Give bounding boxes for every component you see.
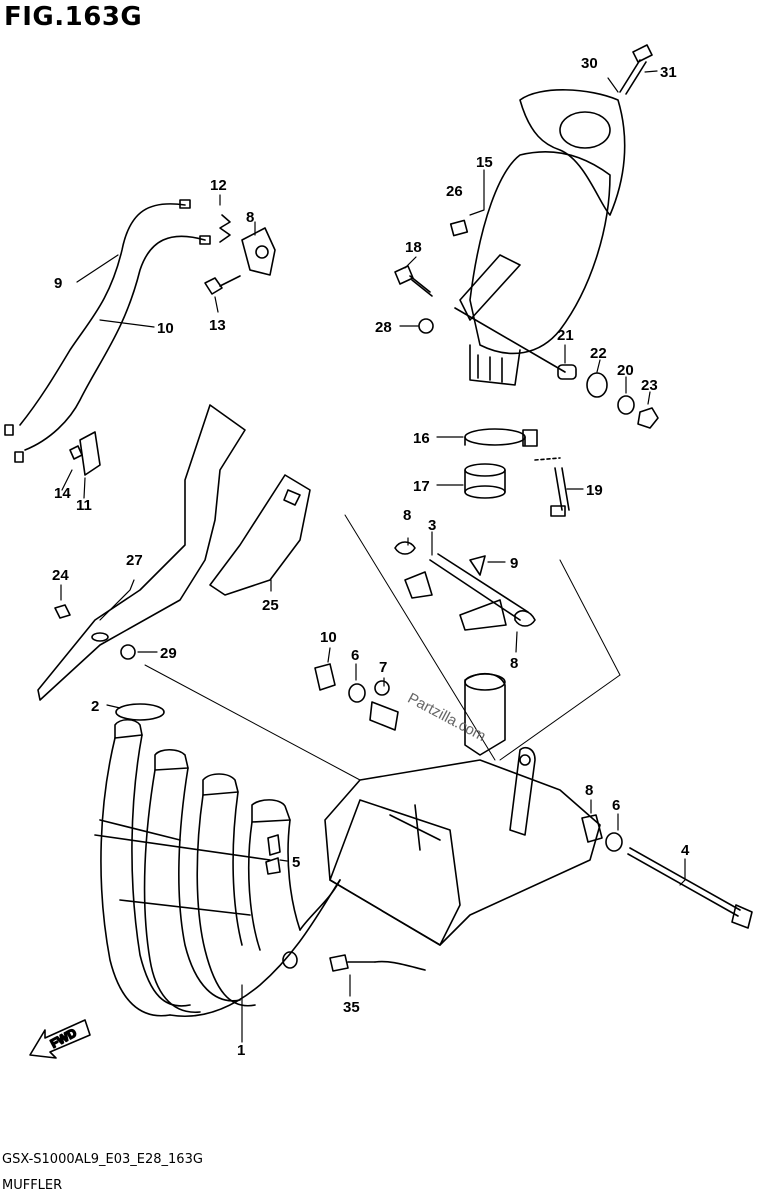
figure-title: FIG.163G (4, 2, 143, 32)
heat-shield-28 (209, 474, 311, 596)
callout-31: 28 (375, 319, 392, 336)
callout-8-left: 7 (379, 659, 387, 676)
gasket-20 (464, 463, 506, 499)
callout-28: 25 (262, 597, 279, 614)
bracket-assembly (394, 541, 536, 631)
callout-14: 11 (76, 497, 92, 514)
callout-25: 22 (590, 345, 607, 362)
callout-33: 30 (581, 55, 598, 72)
callout-13: 10 (157, 320, 174, 337)
cap-29 (449, 219, 469, 237)
exhaust-chamber (324, 672, 601, 946)
bolt-30 (54, 604, 71, 619)
damper-parts-right (581, 814, 753, 929)
callout-34: 31 (660, 64, 677, 81)
nut-32 (120, 644, 136, 660)
callout-6-right: 6 (612, 797, 620, 814)
callout-24: 21 (557, 327, 574, 344)
callout-6-left: 6 (351, 647, 359, 664)
callout-3: 3 (428, 517, 436, 534)
muffler-body (459, 151, 611, 386)
gasket-2 (115, 703, 165, 721)
callout-20: 17 (413, 478, 430, 495)
callout-32: 29 (160, 645, 177, 662)
callout-9-label: 9 (510, 555, 518, 572)
callout-2: 2 (91, 698, 99, 715)
callout-labels: 30 31 15 26 18 28 21 22 20 23 16 17 19 1… (52, 55, 690, 1059)
callout-27-label: 27 (126, 552, 143, 569)
callout-16: 13 (209, 317, 226, 334)
callout-30: 24 (52, 567, 69, 584)
muffler-cover (519, 89, 626, 216)
model-code: GSX-S1000AL9_E03_E28_163G (2, 1152, 203, 1167)
callout-17: 14 (54, 485, 71, 502)
callout-10-label: 10 (320, 629, 337, 646)
callout-18: 15 (476, 154, 493, 171)
cable-bracket-parts (204, 214, 276, 295)
callout-1: 1 (237, 1042, 245, 1059)
callout-23: 20 (617, 362, 634, 379)
fwd-arrow: FWD (29, 1019, 91, 1059)
leader-lines (60, 70, 686, 1043)
bolt-22 (550, 467, 570, 517)
callout-21: 18 (405, 239, 422, 256)
exhaust-pipes (94, 718, 341, 1018)
o2-sensor-35 (329, 954, 426, 972)
pointer-lines (144, 514, 621, 781)
callout-4: 4 (681, 842, 690, 859)
callout-8-right: 8 (585, 782, 593, 799)
bolt-5 (267, 834, 281, 856)
cable-plate (69, 431, 101, 476)
callout-29: 26 (446, 183, 463, 200)
mount-parts (454, 307, 659, 429)
section-name: MUFFLER (2, 1178, 63, 1193)
callout-35: 35 (343, 999, 360, 1016)
cables (4, 199, 211, 463)
callout-5: 5 (292, 854, 300, 871)
damper-parts-left (314, 663, 399, 731)
callout-26: 23 (641, 377, 658, 394)
nut-31 (418, 318, 434, 334)
bolt-34 (619, 44, 653, 95)
bolt-21 (394, 265, 433, 297)
clamp-19 (464, 428, 538, 447)
callout-11: 8 (246, 209, 254, 226)
watermark: Partzilla.com (405, 690, 489, 745)
callout-12: 9 (54, 275, 62, 292)
callout-22: 19 (586, 482, 603, 499)
callout-7-bottom: 8 (510, 655, 518, 672)
callout-7-top: 8 (403, 507, 411, 524)
callout-19: 16 (413, 430, 430, 447)
heat-shield-27 (37, 404, 246, 701)
callout-15: 12 (210, 177, 227, 194)
